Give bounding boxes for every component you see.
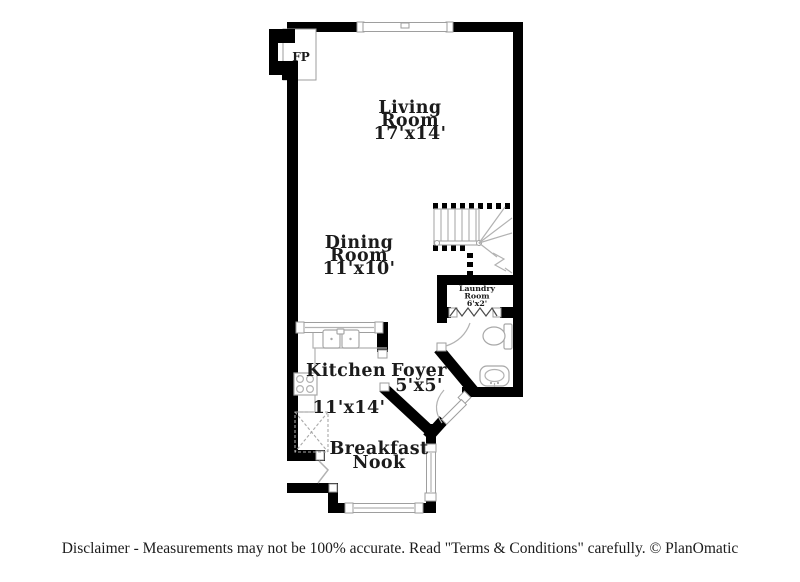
dining-room-label-2: Room (330, 246, 388, 266)
foyer-label: Foyer (391, 361, 447, 381)
dining-room-dims: 11'x10' (323, 259, 396, 279)
wall-left (287, 70, 298, 461)
wall-laundry-top (437, 275, 513, 285)
wall-closet-stub (287, 450, 325, 461)
wall-step (287, 483, 338, 493)
wall-right (513, 22, 523, 397)
laundry-room-label: Laundry (459, 284, 495, 293)
wall-kitchen-top-left (287, 322, 303, 333)
bathroom-sink (479, 365, 510, 387)
breakfast-nook-label: Breakfast (329, 439, 428, 459)
doors (317, 306, 498, 484)
foyer-dims: 5'x5' (395, 376, 443, 396)
fireplace-label: FP (292, 50, 310, 64)
wall-diagonal-bath (434, 345, 480, 397)
disclaimer-text: Disclaimer - Measurements may not be 100… (61, 540, 739, 557)
toilet (482, 323, 513, 350)
wall-kitchen-right (377, 322, 388, 352)
counter-top (312, 333, 387, 349)
closet-door-icon (317, 460, 329, 484)
entry-door-arc (435, 389, 445, 424)
stairs-handrail (433, 240, 480, 246)
window-living (356, 21, 454, 33)
window-nook-right (424, 443, 437, 502)
staircase (433, 203, 513, 276)
kitchen-dims: 11'x14' (313, 398, 386, 418)
stairs-dashed-rail-bottom (433, 245, 473, 276)
breakfast-nook-label-2: Nook (352, 453, 406, 473)
stove (293, 372, 318, 396)
kitchen-fixtures (293, 328, 387, 453)
bath-fixtures (479, 323, 513, 387)
living-room-dims: 17'x14' (374, 124, 447, 144)
laundry-room-label-2: Room (464, 292, 490, 301)
stairs-break-line (492, 252, 507, 272)
stairs-newel-post (434, 240, 440, 246)
wall-bath-bottom (462, 387, 523, 397)
wall-laundry-left (437, 275, 447, 323)
window-nook-bottom (344, 502, 424, 514)
wall-bifold-stub-right (500, 307, 513, 318)
laundry-room-dims: 6'x2' (467, 299, 487, 308)
refrigerator (294, 411, 329, 453)
stairs-dashed-rail-top (433, 203, 510, 209)
living-room-label-2: Room (381, 111, 439, 131)
wall-diagonal-foyer-nook (379, 383, 437, 438)
stairs-winder-fan (478, 206, 513, 274)
room-labels: FP Living Room 17'x14' Dining Room 11'x1… (292, 50, 495, 473)
bath-door-arc (445, 322, 471, 347)
entry-door-leaf (440, 398, 468, 426)
kitchen-label: Kitchen (306, 361, 386, 381)
stairs-treads (440, 209, 477, 243)
bifold-doors-icon (449, 306, 498, 317)
kitchen-sink (322, 328, 360, 349)
dining-room-label: Dining (325, 233, 394, 253)
wall-step-corner (328, 483, 338, 513)
living-room-label: Living (378, 98, 441, 118)
windows (295, 21, 454, 514)
wall-bifold-stub-left (437, 307, 451, 318)
